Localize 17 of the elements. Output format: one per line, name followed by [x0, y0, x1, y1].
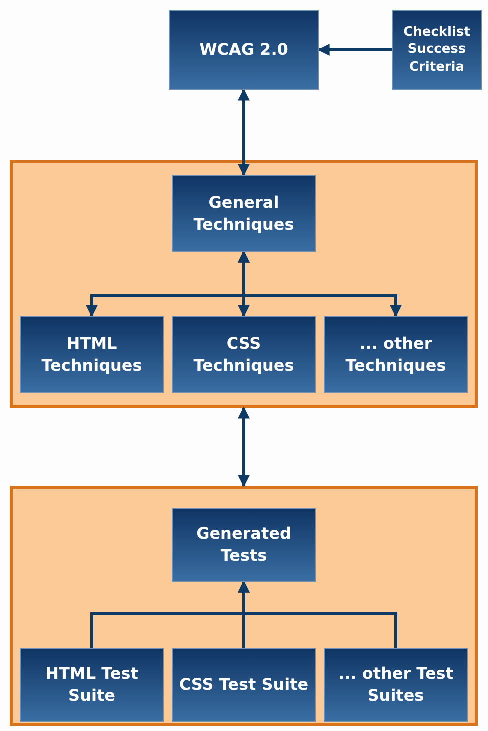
group-panel: [10, 160, 478, 408]
process-box: HTML Test Suite: [20, 648, 164, 722]
process-box: Generated Tests: [172, 508, 316, 582]
process-box: CSS Techniques: [172, 316, 316, 393]
process-box: CSS Test Suite: [172, 648, 316, 722]
arrow: [238, 88, 250, 176]
arrow: [238, 580, 398, 648]
process-box: HTML Techniques: [20, 316, 164, 393]
arrow: [238, 406, 250, 488]
process-box: Checklist Success Criteria: [392, 10, 482, 90]
process-box: WCAG 2.0: [169, 10, 319, 90]
arrow: [318, 44, 392, 56]
process-box: General Techniques: [172, 175, 316, 252]
process-box: ... other Test Suites: [324, 648, 468, 722]
arrow: [238, 250, 402, 318]
process-box: ... other Techniques: [324, 316, 468, 393]
group-panel: [10, 486, 478, 726]
